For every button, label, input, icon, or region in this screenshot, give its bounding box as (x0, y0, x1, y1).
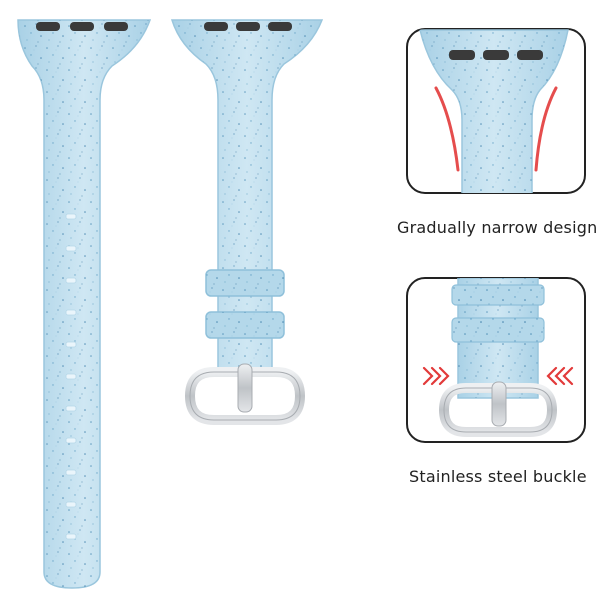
buckle-strap (170, 19, 324, 425)
callout-narrow-design (406, 28, 586, 194)
caption-buckle: Stainless steel buckle (409, 467, 587, 486)
buckle (184, 363, 306, 425)
arrow-icon (434, 86, 460, 172)
long-strap (17, 19, 152, 589)
callout-buckle (406, 277, 586, 443)
caption-narrow-design: Gradually narrow design (397, 218, 598, 237)
